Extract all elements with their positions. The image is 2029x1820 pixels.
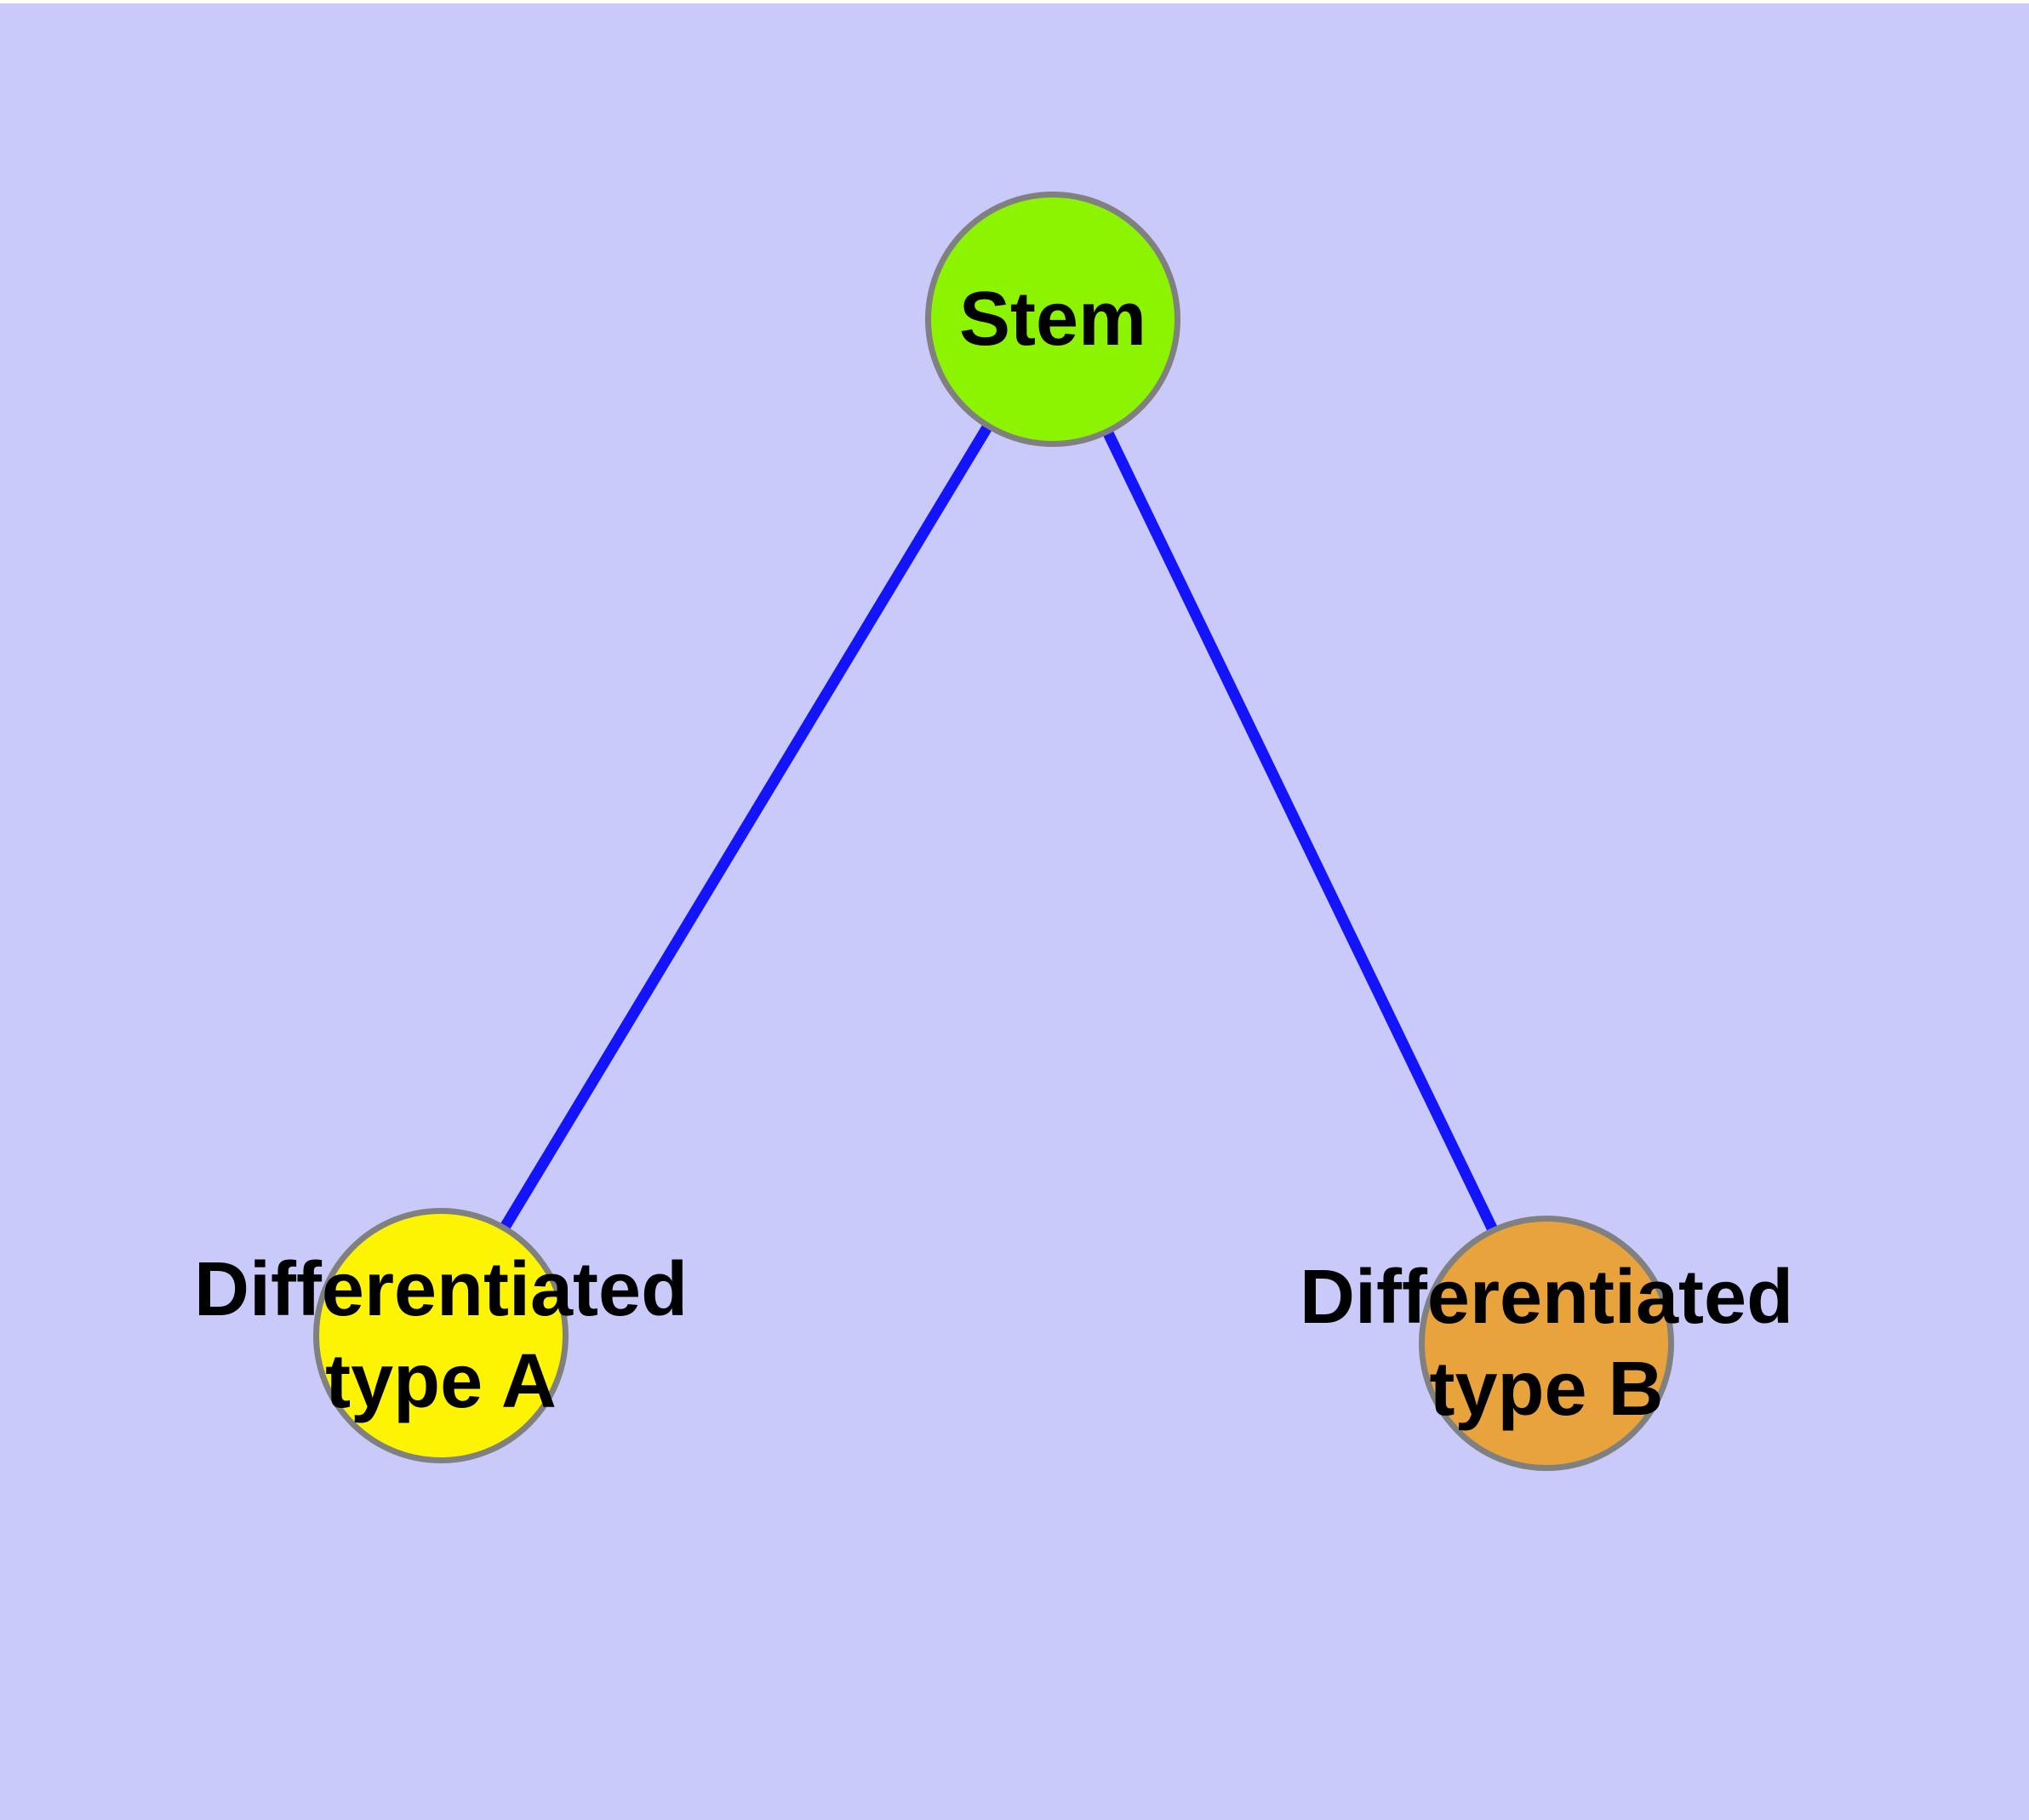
node-differentiated-type-a-label: Differentiated type A [194, 1244, 688, 1428]
edge-stem-to-differentiated-type-b [1048, 316, 1552, 1343]
node-stem: Stem [925, 192, 1180, 447]
node-differentiated-type-b-label-line-1: Differentiated [1299, 1255, 1794, 1340]
node-stem-label-line: Stem [958, 277, 1147, 362]
edges-layer [436, 315, 1552, 1343]
node-differentiated-type-a-label-line-1: Differentiated [193, 1247, 689, 1332]
node-differentiated-type-b: Differentiated type B [1300, 1216, 1793, 1471]
node-differentiated-type-b-label: Differentiated type B [1300, 1251, 1793, 1435]
edge-stem-to-differentiated-type-a [436, 315, 1058, 1336]
node-differentiated-type-b-label-line-2: type B [1429, 1347, 1664, 1432]
node-differentiated-type-a: Differentiated type A [194, 1208, 688, 1463]
node-differentiated-type-a-label-line-2: type A [325, 1339, 557, 1424]
node-stem-label: Stem [959, 273, 1146, 365]
